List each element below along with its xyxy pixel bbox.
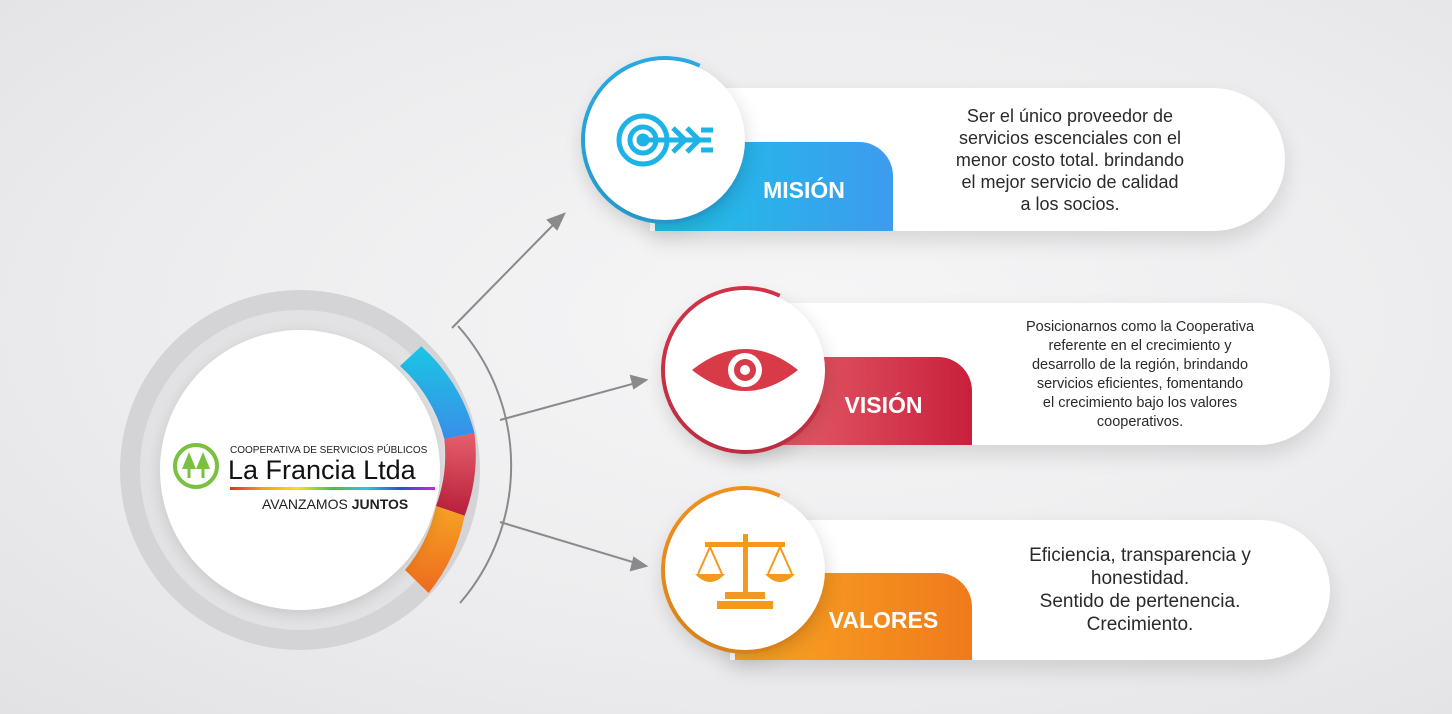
mision-text: Ser el único proveedor de servicios esce… xyxy=(955,106,1185,214)
logo-rainbow-line xyxy=(230,487,435,490)
hub-arc-orange xyxy=(405,506,465,593)
vision-text: Posicionarnos como la Cooperativa refere… xyxy=(1025,319,1255,430)
logo-name: La Francia Ltda xyxy=(228,455,416,485)
logo-top-line: COOPERATIVA DE SERVICIOS PÚBLICOS xyxy=(230,445,428,456)
mision-icon-circle xyxy=(585,60,745,220)
valores-text: Eficiencia, transparencia y honestidad. … xyxy=(1029,545,1251,635)
trees-logo-icon xyxy=(173,443,219,489)
target-arrow-icon xyxy=(616,113,713,167)
logo-slogan: AVANZAMOS JUNTOS xyxy=(262,496,409,512)
logo-circle xyxy=(160,330,440,610)
hub-arc-blue xyxy=(400,346,475,439)
logo: COOPERATIVA DE SERVICIOS PÚBLICOS La Fra… xyxy=(172,442,442,512)
hub-arc-red xyxy=(436,433,476,516)
vision-icon-circle xyxy=(665,290,825,450)
eye-icon xyxy=(692,349,798,391)
valores-icon-circle xyxy=(665,490,825,650)
hub-outer-line xyxy=(457,325,513,604)
scales-icon xyxy=(695,534,795,609)
connector-arrows xyxy=(451,212,649,572)
